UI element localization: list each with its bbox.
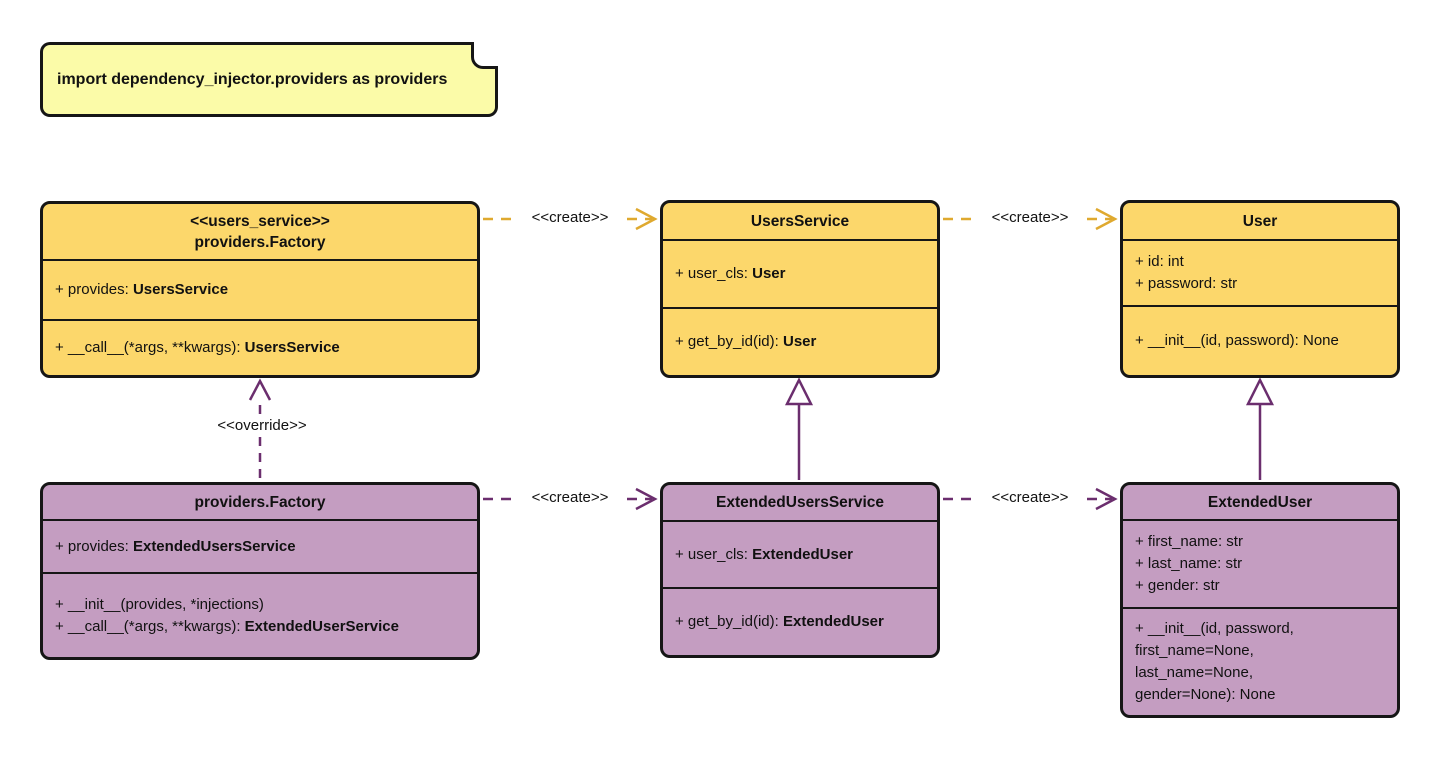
member-type: UsersService xyxy=(132,281,229,298)
method: + __call__(*args, **kwargs): UsersServic… xyxy=(55,337,465,359)
create-arrowhead-icon xyxy=(1095,207,1118,231)
override-arrowhead-icon xyxy=(248,378,272,401)
member-text: + first_name: str xyxy=(1135,533,1243,550)
class-methods: + __init__(provides, *injections) + __ca… xyxy=(43,572,477,657)
member-text: + provides: xyxy=(55,281,133,298)
method: + get_by_id(id): User xyxy=(675,331,925,353)
class-name: ExtendedUsersService xyxy=(715,494,884,511)
override-label: <<override>> xyxy=(198,415,326,437)
member-text: + __init__(id, password, first_name=None… xyxy=(1135,620,1294,703)
member-type: User xyxy=(782,333,817,350)
class-attributes: + user_cls: User xyxy=(663,239,937,307)
create-label: <<create>> xyxy=(973,487,1087,509)
class-box-users-service-factory: <<users_service>> providers.Factory + pr… xyxy=(40,201,480,378)
member-text: + gender: str xyxy=(1135,577,1220,594)
class-attributes: + provides: UsersService xyxy=(43,259,477,319)
attribute: + gender: str xyxy=(1135,575,1385,597)
class-name: providers.Factory xyxy=(194,233,326,251)
note: import dependency_injector.providers as … xyxy=(40,42,498,117)
member-type: User xyxy=(752,265,786,282)
class-attributes: + id: int + password: str xyxy=(1123,239,1397,305)
member-text: + __init__(provides, *injections) xyxy=(55,595,264,613)
class-header: User xyxy=(1123,203,1397,239)
member-text: + password: str xyxy=(1135,275,1238,292)
member-text: + user_cls: xyxy=(675,545,753,563)
class-header: ExtendedUsersService xyxy=(663,485,937,520)
attribute: + first_name: str xyxy=(1135,531,1385,553)
method: + __init__(provides, *injections) xyxy=(55,594,465,616)
method: + __init__(id, password, first_name=None… xyxy=(1135,618,1385,706)
create-label: <<create>> xyxy=(973,207,1087,229)
member-text: + __call__(*args, **kwargs): xyxy=(55,617,245,635)
member-type: UsersService xyxy=(244,339,340,356)
class-box-users-service: UsersService + user_cls: User + get_by_i… xyxy=(660,200,940,378)
attribute: + provides: ExtendedUsersService xyxy=(55,536,465,558)
attribute: + user_cls: User xyxy=(675,263,925,285)
member-text: + user_cls: xyxy=(675,265,753,282)
class-box-extended-factory: providers.Factory + provides: ExtendedUs… xyxy=(40,482,480,660)
class-name: ExtendedUser xyxy=(1207,493,1313,511)
attribute: + user_cls: ExtendedUser xyxy=(675,544,925,566)
class-methods: + __init__(id, password): None xyxy=(1123,305,1397,375)
class-box-extended-users-service: ExtendedUsersService + user_cls: Extende… xyxy=(660,482,940,658)
create-arrowhead-icon xyxy=(635,207,658,231)
method: + __init__(id, password): None xyxy=(1135,330,1385,352)
method: + __call__(*args, **kwargs): ExtendedUse… xyxy=(55,616,465,638)
class-methods: + get_by_id(id): User xyxy=(663,307,937,375)
attribute: + password: str xyxy=(1135,273,1385,295)
member-type: ExtendedUsersService xyxy=(132,537,296,555)
class-attributes: + provides: ExtendedUsersService xyxy=(43,519,477,572)
member-type: ExtendedUserService xyxy=(244,617,399,635)
class-methods: + __call__(*args, **kwargs): UsersServic… xyxy=(43,319,477,375)
member-text: + get_by_id(id): xyxy=(675,613,783,630)
method: + get_by_id(id): ExtendedUser xyxy=(675,611,925,633)
inheritance-triangle-icon xyxy=(784,377,814,406)
class-methods: + __init__(id, password, first_name=None… xyxy=(1123,607,1397,715)
member-text: + provides: xyxy=(55,537,133,555)
class-header: <<users_service>> providers.Factory xyxy=(43,204,477,259)
member-text: + __init__(id, password): None xyxy=(1135,332,1339,349)
member-text: + get_by_id(id): xyxy=(675,333,783,350)
member-type: ExtendedUser xyxy=(752,545,853,563)
member-text: + last_name: str xyxy=(1135,555,1243,572)
member-text: + __call__(*args, **kwargs): xyxy=(55,339,245,356)
class-attributes: + first_name: str + last_name: str + gen… xyxy=(1123,519,1397,607)
class-box-user: User + id: int + password: str + __init_… xyxy=(1120,200,1400,378)
create-label: <<create>> xyxy=(513,207,627,229)
class-box-extended-user: ExtendedUser + first_name: str + last_na… xyxy=(1120,482,1400,718)
class-header: UsersService xyxy=(663,203,937,239)
create-arrowhead-icon xyxy=(635,487,658,511)
attribute: + id: int xyxy=(1135,251,1385,273)
class-name: UsersService xyxy=(750,212,850,230)
class-header: ExtendedUser xyxy=(1123,485,1397,519)
class-header: providers.Factory xyxy=(43,485,477,519)
class-name: providers.Factory xyxy=(194,493,326,511)
inheritance-triangle-icon xyxy=(1245,377,1275,406)
attribute: + last_name: str xyxy=(1135,553,1385,575)
member-text: + id: int xyxy=(1135,253,1184,270)
note-text: import dependency_injector.providers as … xyxy=(57,70,448,88)
class-attributes: + user_cls: ExtendedUser xyxy=(663,520,937,587)
member-type: ExtendedUser xyxy=(782,613,884,630)
create-arrowhead-icon xyxy=(1095,487,1118,511)
class-name: User xyxy=(1242,212,1278,230)
class-stereotype: <<users_service>> xyxy=(190,212,330,230)
create-label: <<create>> xyxy=(513,487,627,509)
attribute: + provides: UsersService xyxy=(55,279,465,301)
class-methods: + get_by_id(id): ExtendedUser xyxy=(663,587,937,655)
